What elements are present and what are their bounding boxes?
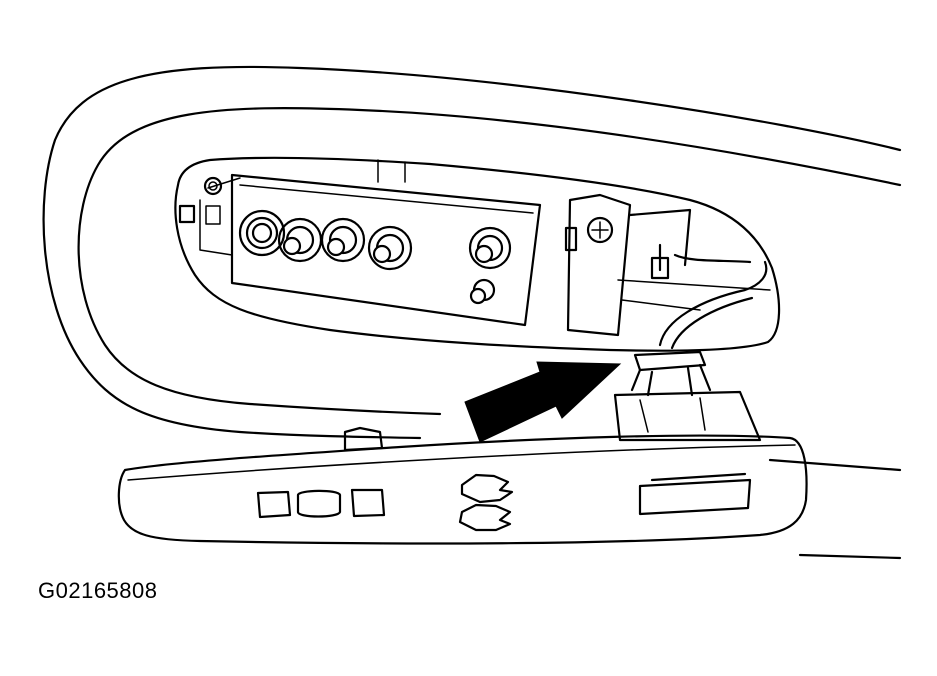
rear-switch-plate: [178, 173, 542, 327]
seat-knobs: [238, 209, 512, 305]
front-switch-panel: [117, 426, 808, 545]
switch-recess: [174, 156, 781, 352]
electrical-connector: [613, 350, 762, 442]
figure-id-label: G02165808: [38, 578, 158, 603]
console-housing: [42, 65, 902, 560]
connector-bracket: [564, 193, 771, 337]
wire-harness: [650, 243, 768, 350]
pointer-arrow: [464, 361, 622, 443]
